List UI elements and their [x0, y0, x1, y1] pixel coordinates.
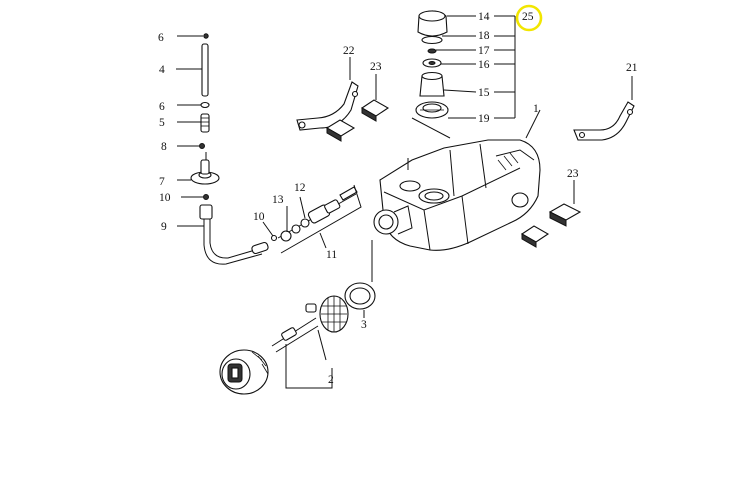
callout-10-mid: 10: [253, 211, 265, 223]
callout-23-upper: 23: [370, 61, 382, 73]
callout-4: 4: [159, 64, 165, 76]
tank-bracket-right: [573, 76, 635, 141]
callout-23-right: 23: [567, 168, 579, 180]
callout-14: 14: [478, 11, 490, 23]
callout-1: 1: [533, 103, 539, 115]
callout-3: 3: [361, 319, 367, 331]
callout-19: 19: [478, 113, 490, 125]
callout-25: 25: [522, 11, 534, 23]
fuel-pickup-assembly: [176, 33, 278, 265]
callout-6-top: 6: [158, 32, 164, 44]
callout-labels: 6 4 6 5 8 7 10 9 10 13 12 11 22 23 23 1 …: [158, 11, 638, 386]
fuel-line-group: [277, 184, 362, 254]
callout-7: 7: [159, 176, 165, 188]
callout-18: 18: [478, 30, 490, 42]
callout-5: 5: [159, 117, 165, 129]
callout-8: 8: [161, 141, 167, 153]
tank-bracket-left: [296, 57, 390, 142]
cap-assembly-stack: [415, 10, 516, 119]
callout-11: 11: [326, 249, 337, 261]
callout-21: 21: [626, 62, 638, 74]
callout-17: 17: [478, 45, 490, 57]
callout-10-left: 10: [159, 192, 171, 204]
callout-15: 15: [478, 87, 490, 99]
callout-13: 13: [272, 194, 284, 206]
callout-2: 2: [328, 374, 334, 386]
fuel-tank: [373, 109, 582, 251]
callout-12: 12: [294, 182, 306, 194]
callout-6-lower: 6: [159, 101, 165, 113]
callout-9: 9: [161, 221, 167, 233]
callout-22: 22: [343, 45, 355, 57]
highlight-circle: [515, 4, 543, 32]
callout-16: 16: [478, 59, 490, 71]
filler-cap-group: [219, 240, 376, 395]
